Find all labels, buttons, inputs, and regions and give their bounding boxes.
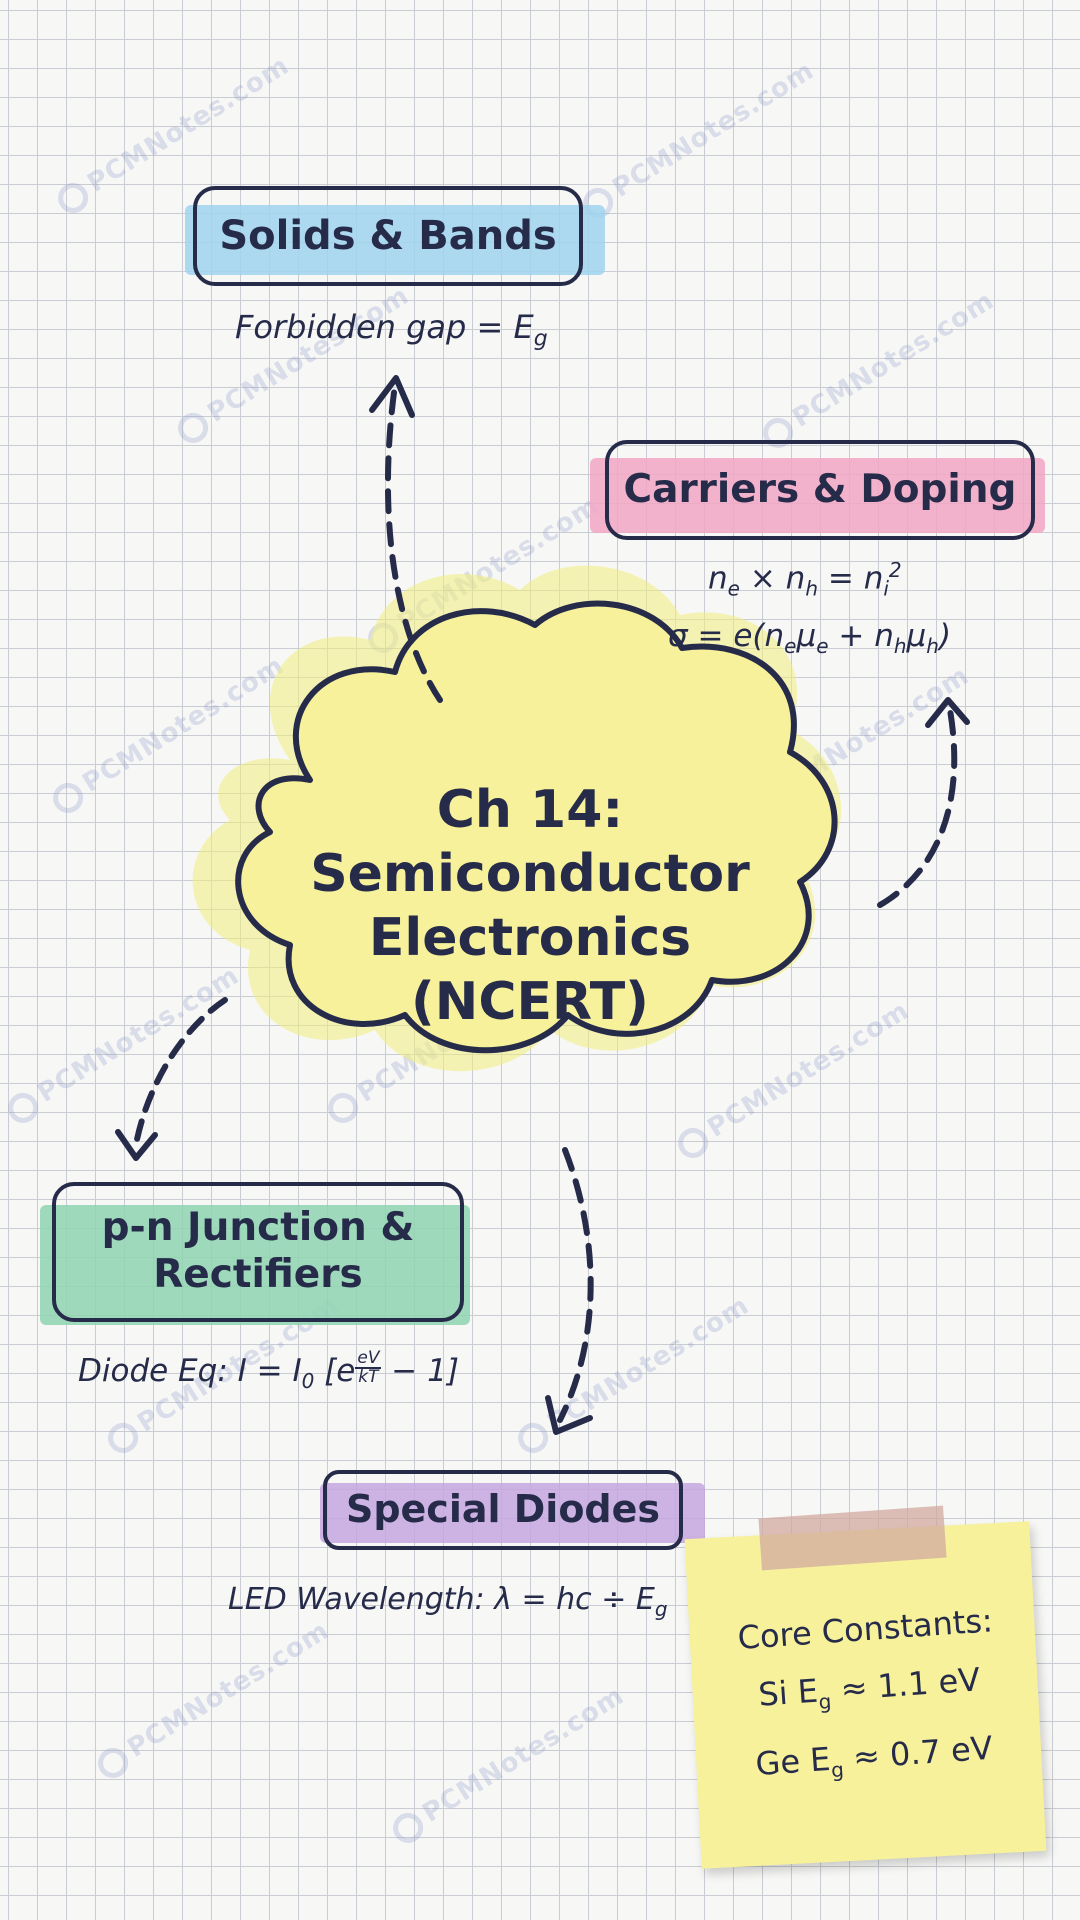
node-title: Carriers & Doping xyxy=(623,466,1017,512)
highlight-carriers xyxy=(590,458,1045,533)
formula-forbidden-gap: Forbidden gap = Eg xyxy=(235,308,548,352)
node-title: Solids & Bands xyxy=(219,213,557,259)
node-title-line: p-n Junction & xyxy=(101,1205,415,1251)
central-topic-line: (NCERT) xyxy=(411,972,649,1032)
highlight-solids xyxy=(185,205,605,275)
central-topic: Ch 14: Semiconductor Electronics (NCERT) xyxy=(270,778,790,1034)
node-pn-junction: p-n Junction & Rectifiers xyxy=(52,1182,464,1322)
highlight-special xyxy=(320,1483,705,1543)
arrowhead-carriers xyxy=(925,697,970,728)
core-constants: Core Constants: Si Eg ≈ 1.1 eV Ge Eg ≈ 0… xyxy=(714,1590,1027,1807)
node-title: Special Diodes xyxy=(345,1487,661,1532)
node-carriers-doping: Carriers & Doping xyxy=(605,440,1035,540)
arrowhead-pn xyxy=(115,1129,158,1161)
cloud-shape xyxy=(235,600,838,1054)
node-title-line: Rectifiers xyxy=(153,1252,363,1297)
arrowhead-special xyxy=(545,1395,593,1435)
formula-mass-action: ne × nh = ni2 xyxy=(708,558,902,601)
arrow-to-special xyxy=(557,1147,594,1423)
central-topic-line: Electronics xyxy=(368,908,692,968)
node-solids-bands: Solids & Bands xyxy=(193,186,583,286)
formula-conductivity: σ = e(neμe + nhμh) xyxy=(668,618,952,659)
arrow-to-carriers xyxy=(877,707,958,908)
central-topic-line: Semiconductor xyxy=(310,844,750,904)
arrow-to-pn xyxy=(132,997,228,1153)
central-topic-line: Ch 14: xyxy=(436,780,624,840)
node-special-diodes: Special Diodes xyxy=(323,1470,683,1550)
formula-led-wavelength: LED Wavelength: λ = hc ÷ Eg xyxy=(228,1582,668,1621)
arrow-to-solids xyxy=(385,382,443,703)
highlight-pn xyxy=(40,1205,470,1325)
arrowhead-solids xyxy=(369,375,415,418)
